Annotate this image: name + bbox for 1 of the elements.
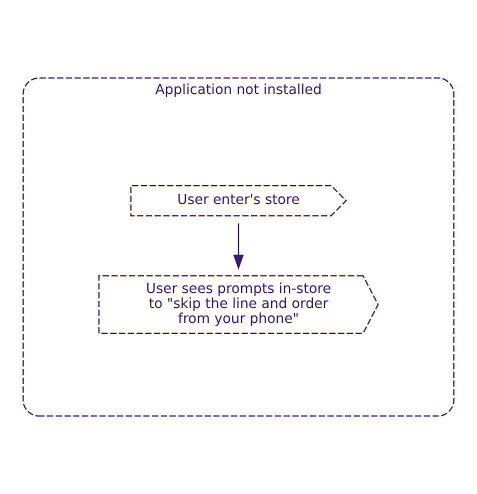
arrow <box>233 223 244 270</box>
